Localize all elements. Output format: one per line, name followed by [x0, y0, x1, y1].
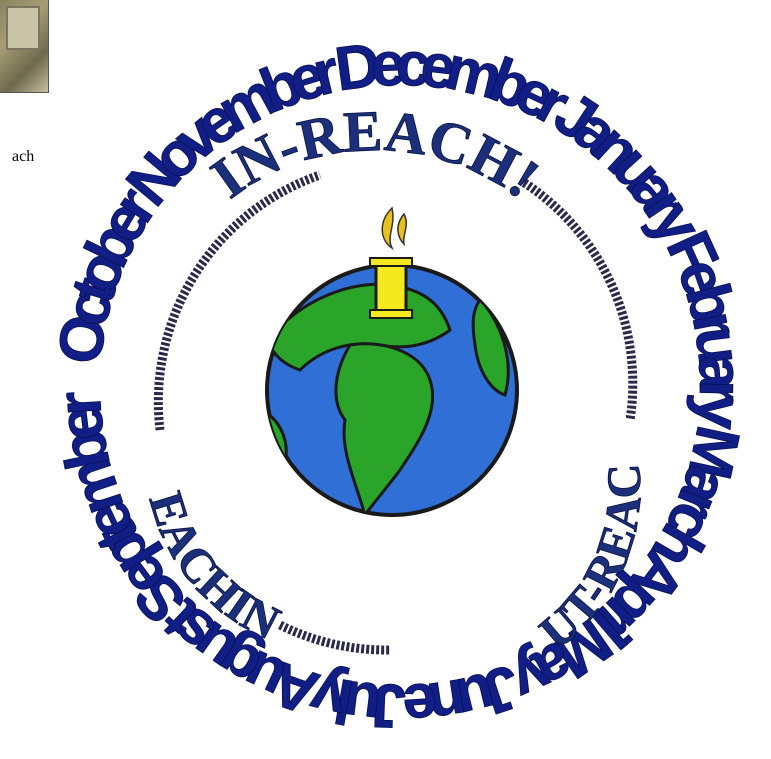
flame-icon: [382, 208, 406, 248]
pillar-icon: [370, 258, 412, 318]
